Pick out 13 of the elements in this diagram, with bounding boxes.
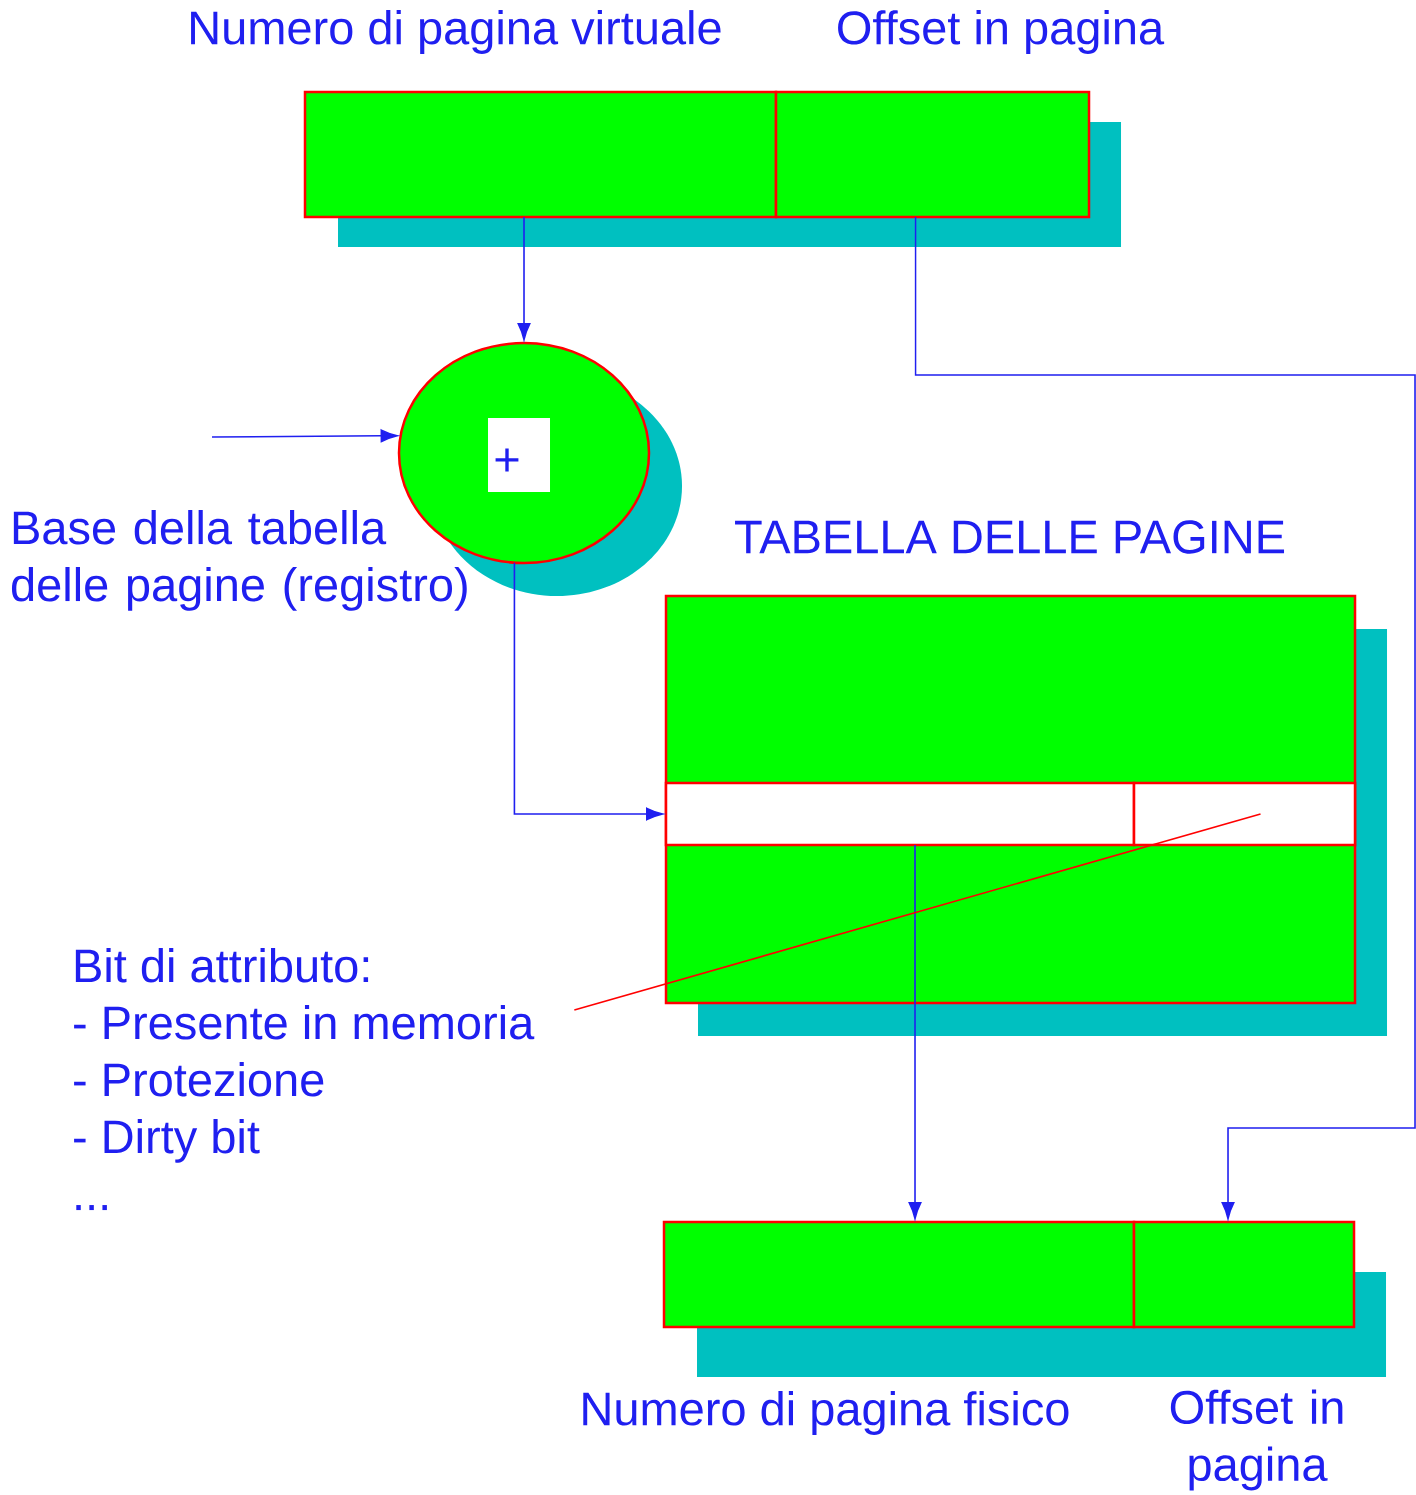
field-label: Offset in pagina <box>838 10 1165 54</box>
field-box <box>1132 781 1357 847</box>
attribute-list: Bit di attributo: - Presente in memoria - Protezione - Dirty bit ... <box>74 948 535 1211</box>
arrow <box>513 561 664 821</box>
field-label: Offset in pagina <box>1170 1389 1343 1491</box>
leader-line <box>573 813 1262 1011</box>
arrow <box>211 429 398 443</box>
arrow <box>517 216 531 341</box>
arrow <box>914 216 1416 1220</box>
field-label: Numero di pagina virtuale <box>191 10 721 54</box>
field-label: Numero di pagina fisico <box>583 1391 1069 1435</box>
arrow <box>908 844 922 1220</box>
field-label: TABELLA DELLE PAGINE <box>735 520 1285 554</box>
